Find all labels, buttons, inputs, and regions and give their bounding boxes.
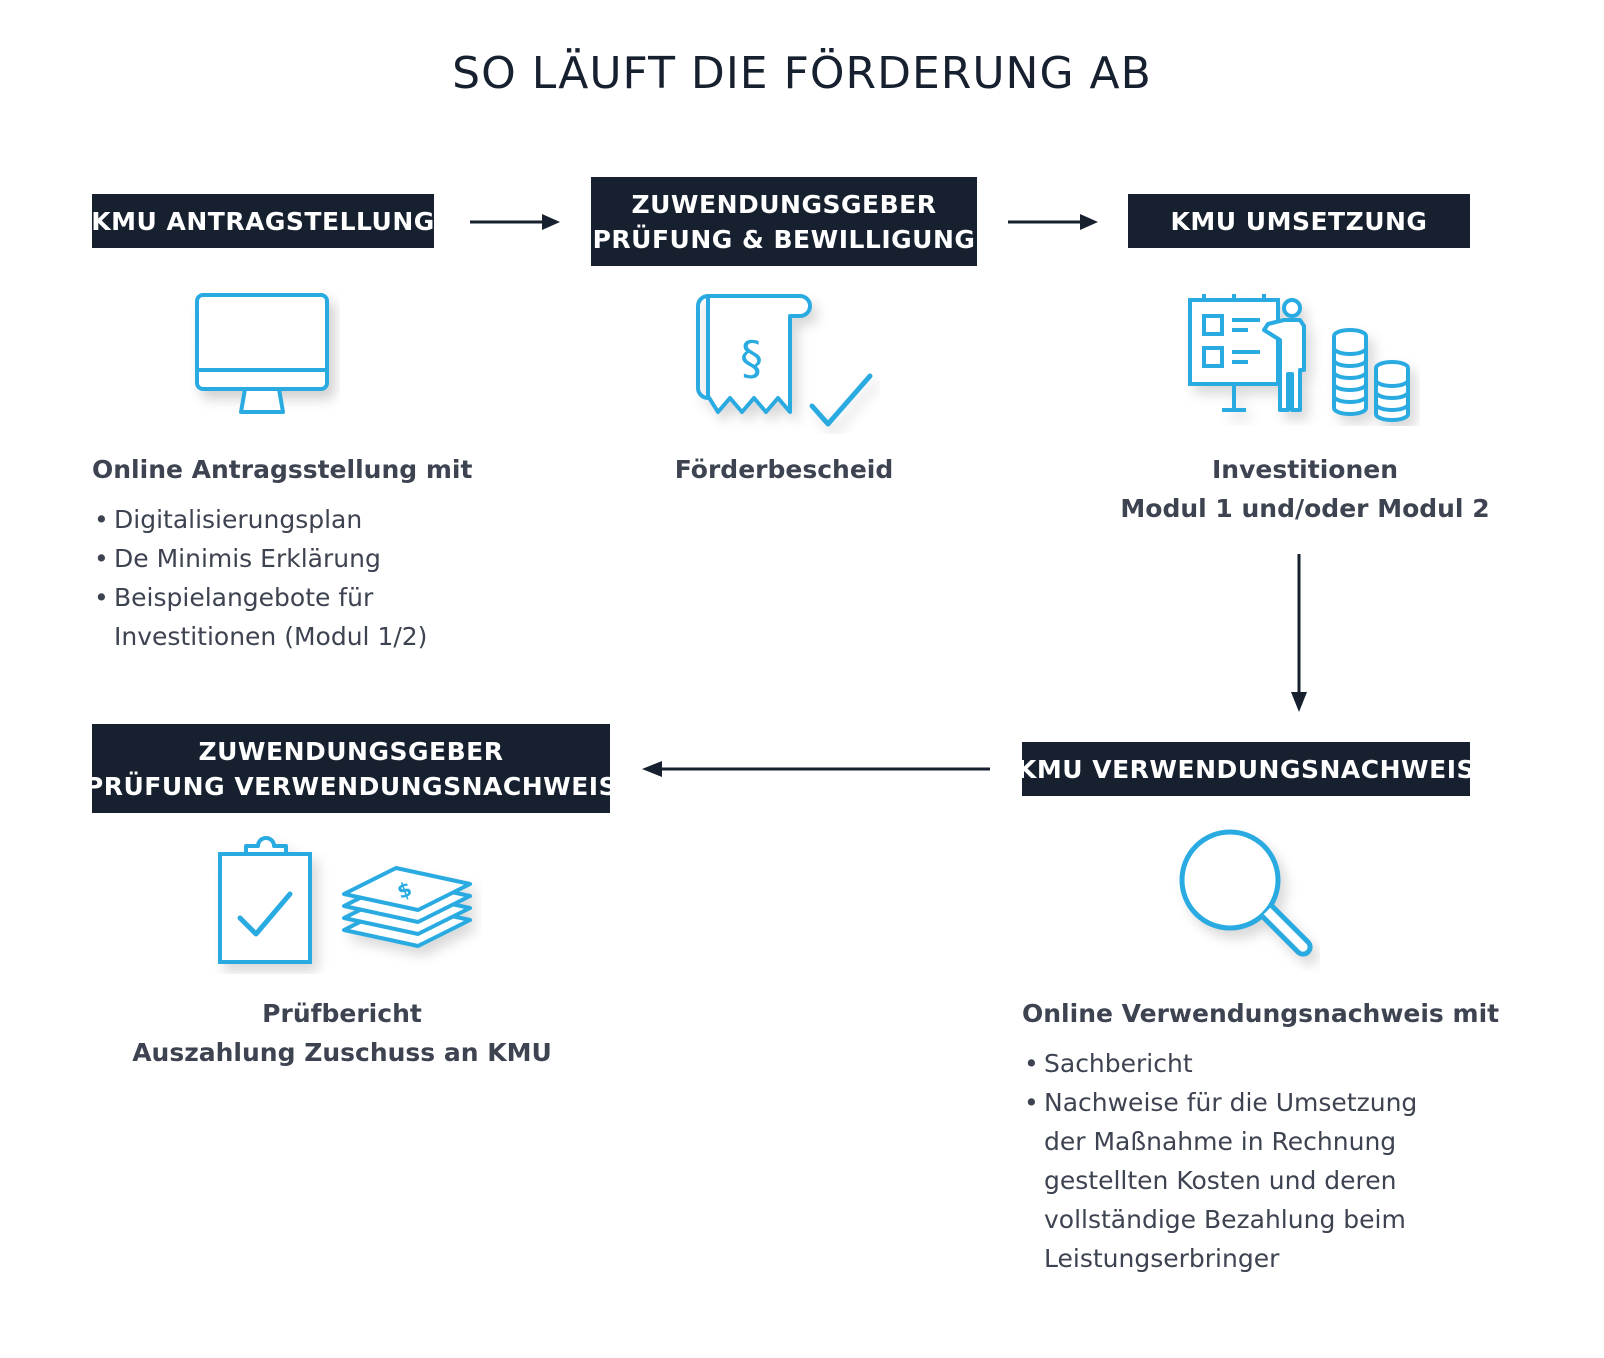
step-box-label: KMU VERWENDUNGSNACHWEIS: [1017, 754, 1476, 784]
step-box-kmu-verwendungsnachweis: KMU VERWENDUNGSNACHWEIS: [1017, 742, 1475, 796]
step-box-label: KMU ANTRAGSTELLUNG: [91, 206, 435, 236]
arrow-right-icon: [470, 214, 560, 230]
step-box-label: KMU UMSETZUNG: [1170, 206, 1428, 236]
monitor-icon: [195, 293, 329, 414]
list-item: Sachbericht: [1022, 1044, 1462, 1083]
step-item-list: Sachbericht Nachweise für die Umsetzung …: [1022, 1044, 1462, 1278]
step-item-list: Digitalisierungsplan De Minimis Erklärun…: [92, 500, 492, 656]
svg-text:§: §: [740, 331, 763, 385]
step-box-zuwendungsgeber-pruefung-bewilligung: ZUWENDUNGSGEBER PRÜFUNG & BEWILLIGUNG: [591, 177, 977, 266]
list-item: Beispielangebote für Investitionen (Modu…: [92, 578, 454, 656]
presentation-coins-icon: [1188, 294, 1410, 422]
magnifier-icon: [1179, 829, 1313, 957]
step-box-label: PRÜFUNG VERWENDUNGSNACHWEIS: [84, 771, 618, 801]
step-box-zuwendungsgeber-pruefung-verwendungsnachweis: ZUWENDUNGSGEBER PRÜFUNG VERWENDUNGSNACHW…: [85, 724, 617, 813]
step-heading: Online Antragsstellung mit: [92, 455, 473, 484]
step-box-label: ZUWENDUNGSGEBER: [198, 736, 504, 766]
list-item: De Minimis Erklärung: [92, 539, 492, 578]
step-box-kmu-umsetzung: KMU UMSETZUNG: [1128, 194, 1470, 248]
arrow-right-icon: [1008, 214, 1098, 230]
certificate-checkmark-icon: §: [696, 294, 873, 427]
list-item: Nachweise für die Umsetzung der Maßnahme…: [1022, 1083, 1454, 1278]
step-box-kmu-antragstellung: KMU ANTRAGSTELLUNG: [91, 194, 435, 248]
clipboard-money-icon: $: [218, 836, 472, 964]
step-heading: Prüfbericht Auszahlung Zuschuss an KMU: [132, 999, 552, 1067]
page-title: SO LÄUFT DIE FÖRDERUNG AB: [452, 48, 1152, 99]
step-box-label: ZUWENDUNGSGEBER: [631, 189, 937, 219]
step-box-label: PRÜFUNG & BEWILLIGUNG: [592, 224, 976, 254]
step-heading: Online Verwendungsnachweis mit: [1022, 999, 1500, 1028]
step-heading: Investitionen Modul 1 und/oder Modul 2: [1120, 455, 1490, 523]
arrow-down-icon: [1291, 554, 1307, 712]
arrow-left-icon: [642, 761, 990, 777]
list-item: Digitalisierungsplan: [92, 500, 492, 539]
step-heading: Förderbescheid: [674, 455, 894, 484]
